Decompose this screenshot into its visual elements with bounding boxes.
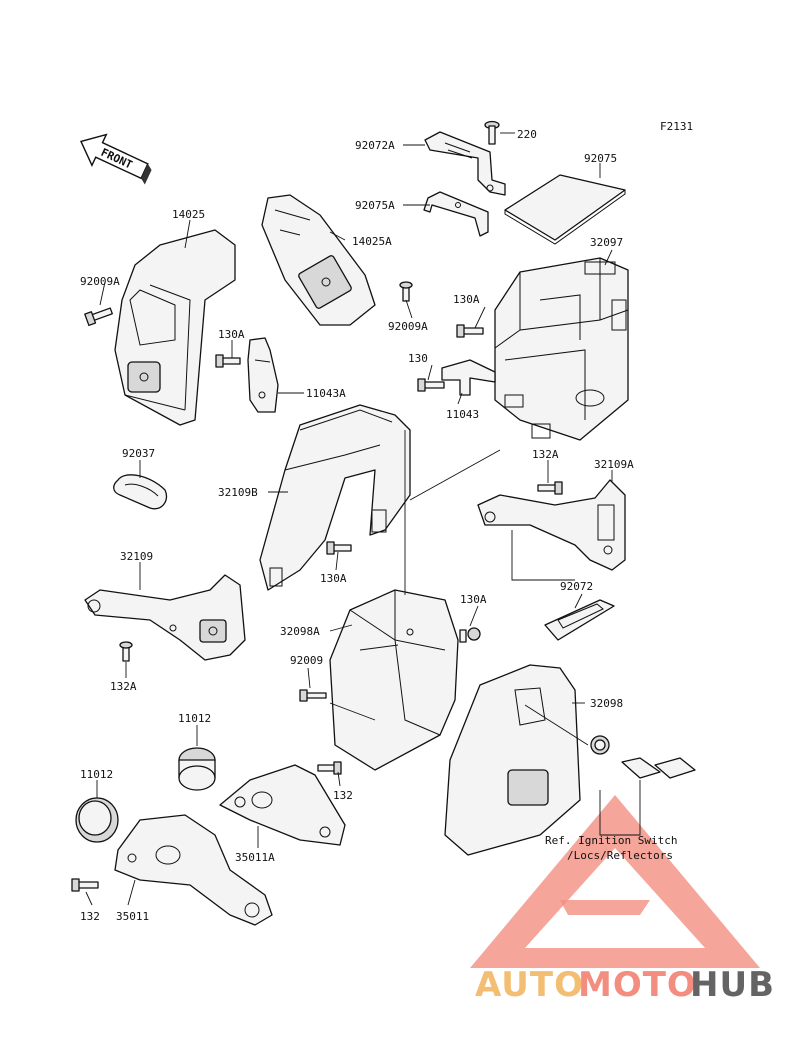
label-92009a-left: 92009A [80, 275, 120, 288]
bracket-35011a [219, 764, 346, 846]
label-130a-mid: 130A [320, 572, 347, 585]
ref-note-line-2: /Locs/Reflectors [567, 849, 673, 862]
bolt-130a-upper-right [456, 324, 484, 338]
cap-11012-upper [178, 747, 216, 791]
bolt-130a-mid [326, 541, 352, 555]
bracket-35011 [114, 814, 273, 926]
bolt-92009-box [299, 689, 327, 702]
label-35011a: 35011A [235, 851, 275, 864]
label-130a-box: 130A [460, 593, 487, 606]
label-11012-upper: 11012 [178, 712, 211, 725]
watermark-hub: HUB [690, 965, 775, 1005]
plate-92075 [504, 174, 626, 241]
bolt-132a-left [119, 641, 133, 662]
label-32109b: 32109B [218, 486, 258, 499]
bracket-11043a [247, 337, 279, 413]
label-11012-lower: 11012 [80, 768, 113, 781]
tool-box-32098a [329, 589, 459, 771]
ref-note-line-1: Ref. Ignition Switch [545, 834, 677, 847]
bracket-92072a [424, 131, 506, 196]
watermark-moto: MOTO [578, 965, 697, 1005]
bolt-130a-box [459, 627, 481, 643]
leader-lines [85, 132, 641, 906]
bolt-220 [484, 120, 500, 145]
label-130a-upper-right: 130A [453, 293, 480, 306]
cap-11012-lower [75, 797, 119, 843]
bolt-132a-right [537, 481, 563, 495]
bolt-92009a-right [399, 281, 413, 302]
label-92075a: 92075A [355, 199, 395, 212]
label-11043: 11043 [446, 408, 479, 421]
label-32109: 32109 [120, 550, 153, 563]
watermark-triangle [470, 795, 760, 968]
bolt-130 [417, 378, 445, 392]
bracket-11043 [441, 359, 496, 396]
label-130a-upper-left: 130A [218, 328, 245, 341]
label-132-upper: 132 [333, 789, 353, 802]
bracket-92075a [423, 191, 489, 237]
label-32098: 32098 [590, 697, 623, 710]
figure-code: F2131 [660, 120, 693, 133]
label-92009a-right: 92009A [388, 320, 428, 333]
label-92009: 92009 [290, 654, 323, 667]
bolt-132-lower [71, 878, 99, 892]
label-14025a: 14025A [352, 235, 392, 248]
bolt-130a-upper-left [215, 354, 241, 368]
bolt-92009a-left [84, 307, 113, 327]
watermark-auto: AUTO [475, 965, 584, 1005]
lock-cylinder [590, 735, 610, 755]
guard-32109 [84, 574, 246, 661]
bolt-132-upper [317, 761, 342, 775]
clip-92037 [113, 474, 168, 510]
battery-case-32097 [494, 257, 629, 441]
label-92072: 92072 [560, 580, 593, 593]
label-92037: 92037 [122, 447, 155, 460]
label-132a-right: 132A [532, 448, 559, 461]
label-32097: 32097 [590, 236, 623, 249]
label-92072a: 92072A [355, 139, 395, 152]
side-cover-14025a [261, 194, 376, 326]
label-32109a: 32109A [594, 458, 634, 471]
label-14025: 14025 [172, 208, 205, 221]
label-11043a: 11043A [306, 387, 346, 400]
label-132a-left: 132A [110, 680, 137, 693]
guard-32109a [477, 479, 626, 571]
front-arrow: FRONT [80, 133, 152, 185]
label-220: 220 [517, 128, 537, 141]
side-cover-14025 [114, 229, 236, 426]
watermark: AUTO MOTO HUB [470, 795, 775, 1005]
label-132-lower: 132 [80, 910, 100, 923]
cover-32098 [444, 664, 581, 856]
label-92075: 92075 [584, 152, 617, 165]
guard-32109b [259, 404, 411, 591]
label-32098a: 32098A [280, 625, 320, 638]
key-set [621, 757, 696, 779]
label-130: 130 [408, 352, 428, 365]
part-labels: 92072A 220 92075 92075A 32097 14025 1402… [80, 128, 634, 923]
label-35011: 35011 [116, 910, 149, 923]
